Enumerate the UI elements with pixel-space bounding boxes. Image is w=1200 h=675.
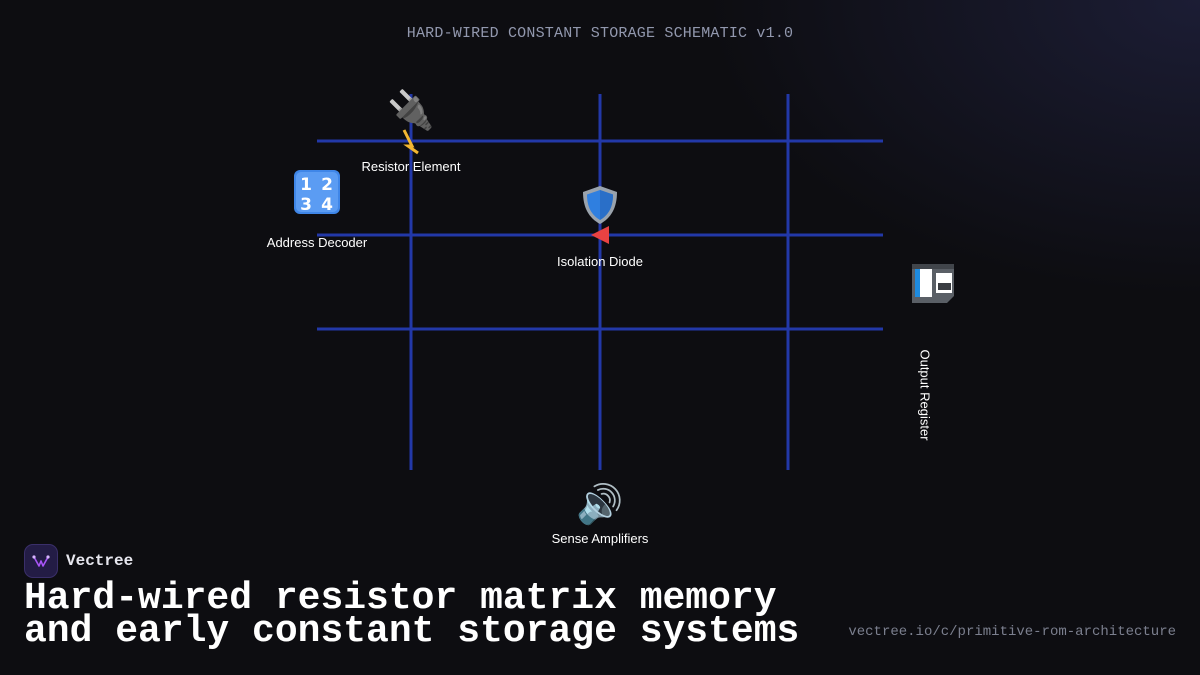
resistor-element-node: 🔌 [387, 88, 434, 132]
resistor-element-label: Resistor Element [361, 159, 461, 174]
address-decoder: Address Decoder [267, 233, 367, 250]
plug-icon: 🔌 [387, 88, 435, 132]
speaker-icon: 🔊 [576, 482, 624, 526]
sense-amplifiers-label: Sense Amplifiers [551, 531, 649, 546]
svg-text:3: 3 [300, 195, 312, 215]
resistor-element: Resistor Element [362, 157, 461, 174]
isolation-diode: Isolation Diode [557, 252, 643, 269]
isolation-diode-label: Isolation Diode [557, 254, 643, 269]
vectree-logo-icon [24, 544, 58, 578]
schematic-title: HARD-WIRED CONSTANT STORAGE SCHEMATIC v1… [406, 25, 794, 42]
page-headline: Hard-wired resistor matrix memory and ea… [24, 577, 800, 653]
svg-text:1: 1 [300, 175, 312, 195]
register-box-icon [911, 262, 955, 309]
output-register-label: Output Register [917, 349, 933, 441]
svg-text:2: 2 [321, 175, 333, 195]
numbers-1234-icon: 1 2 3 4 [293, 169, 341, 220]
shield-icon [580, 184, 620, 231]
diode-arrow-icon [591, 226, 609, 244]
sense-amplifiers: Sense Amplifiers [552, 529, 649, 546]
brand-name: Vectree [66, 552, 134, 570]
svg-text:4: 4 [321, 195, 333, 215]
resistor-zigzag-icon [402, 129, 419, 155]
address-decoder-label: Address Decoder [266, 235, 368, 250]
sense-amplifiers-node: 🔊 [576, 482, 623, 526]
article-url[interactable]: vectree.io/c/primitive-rom-architecture [848, 624, 1176, 640]
brand: Vectree [24, 544, 133, 578]
